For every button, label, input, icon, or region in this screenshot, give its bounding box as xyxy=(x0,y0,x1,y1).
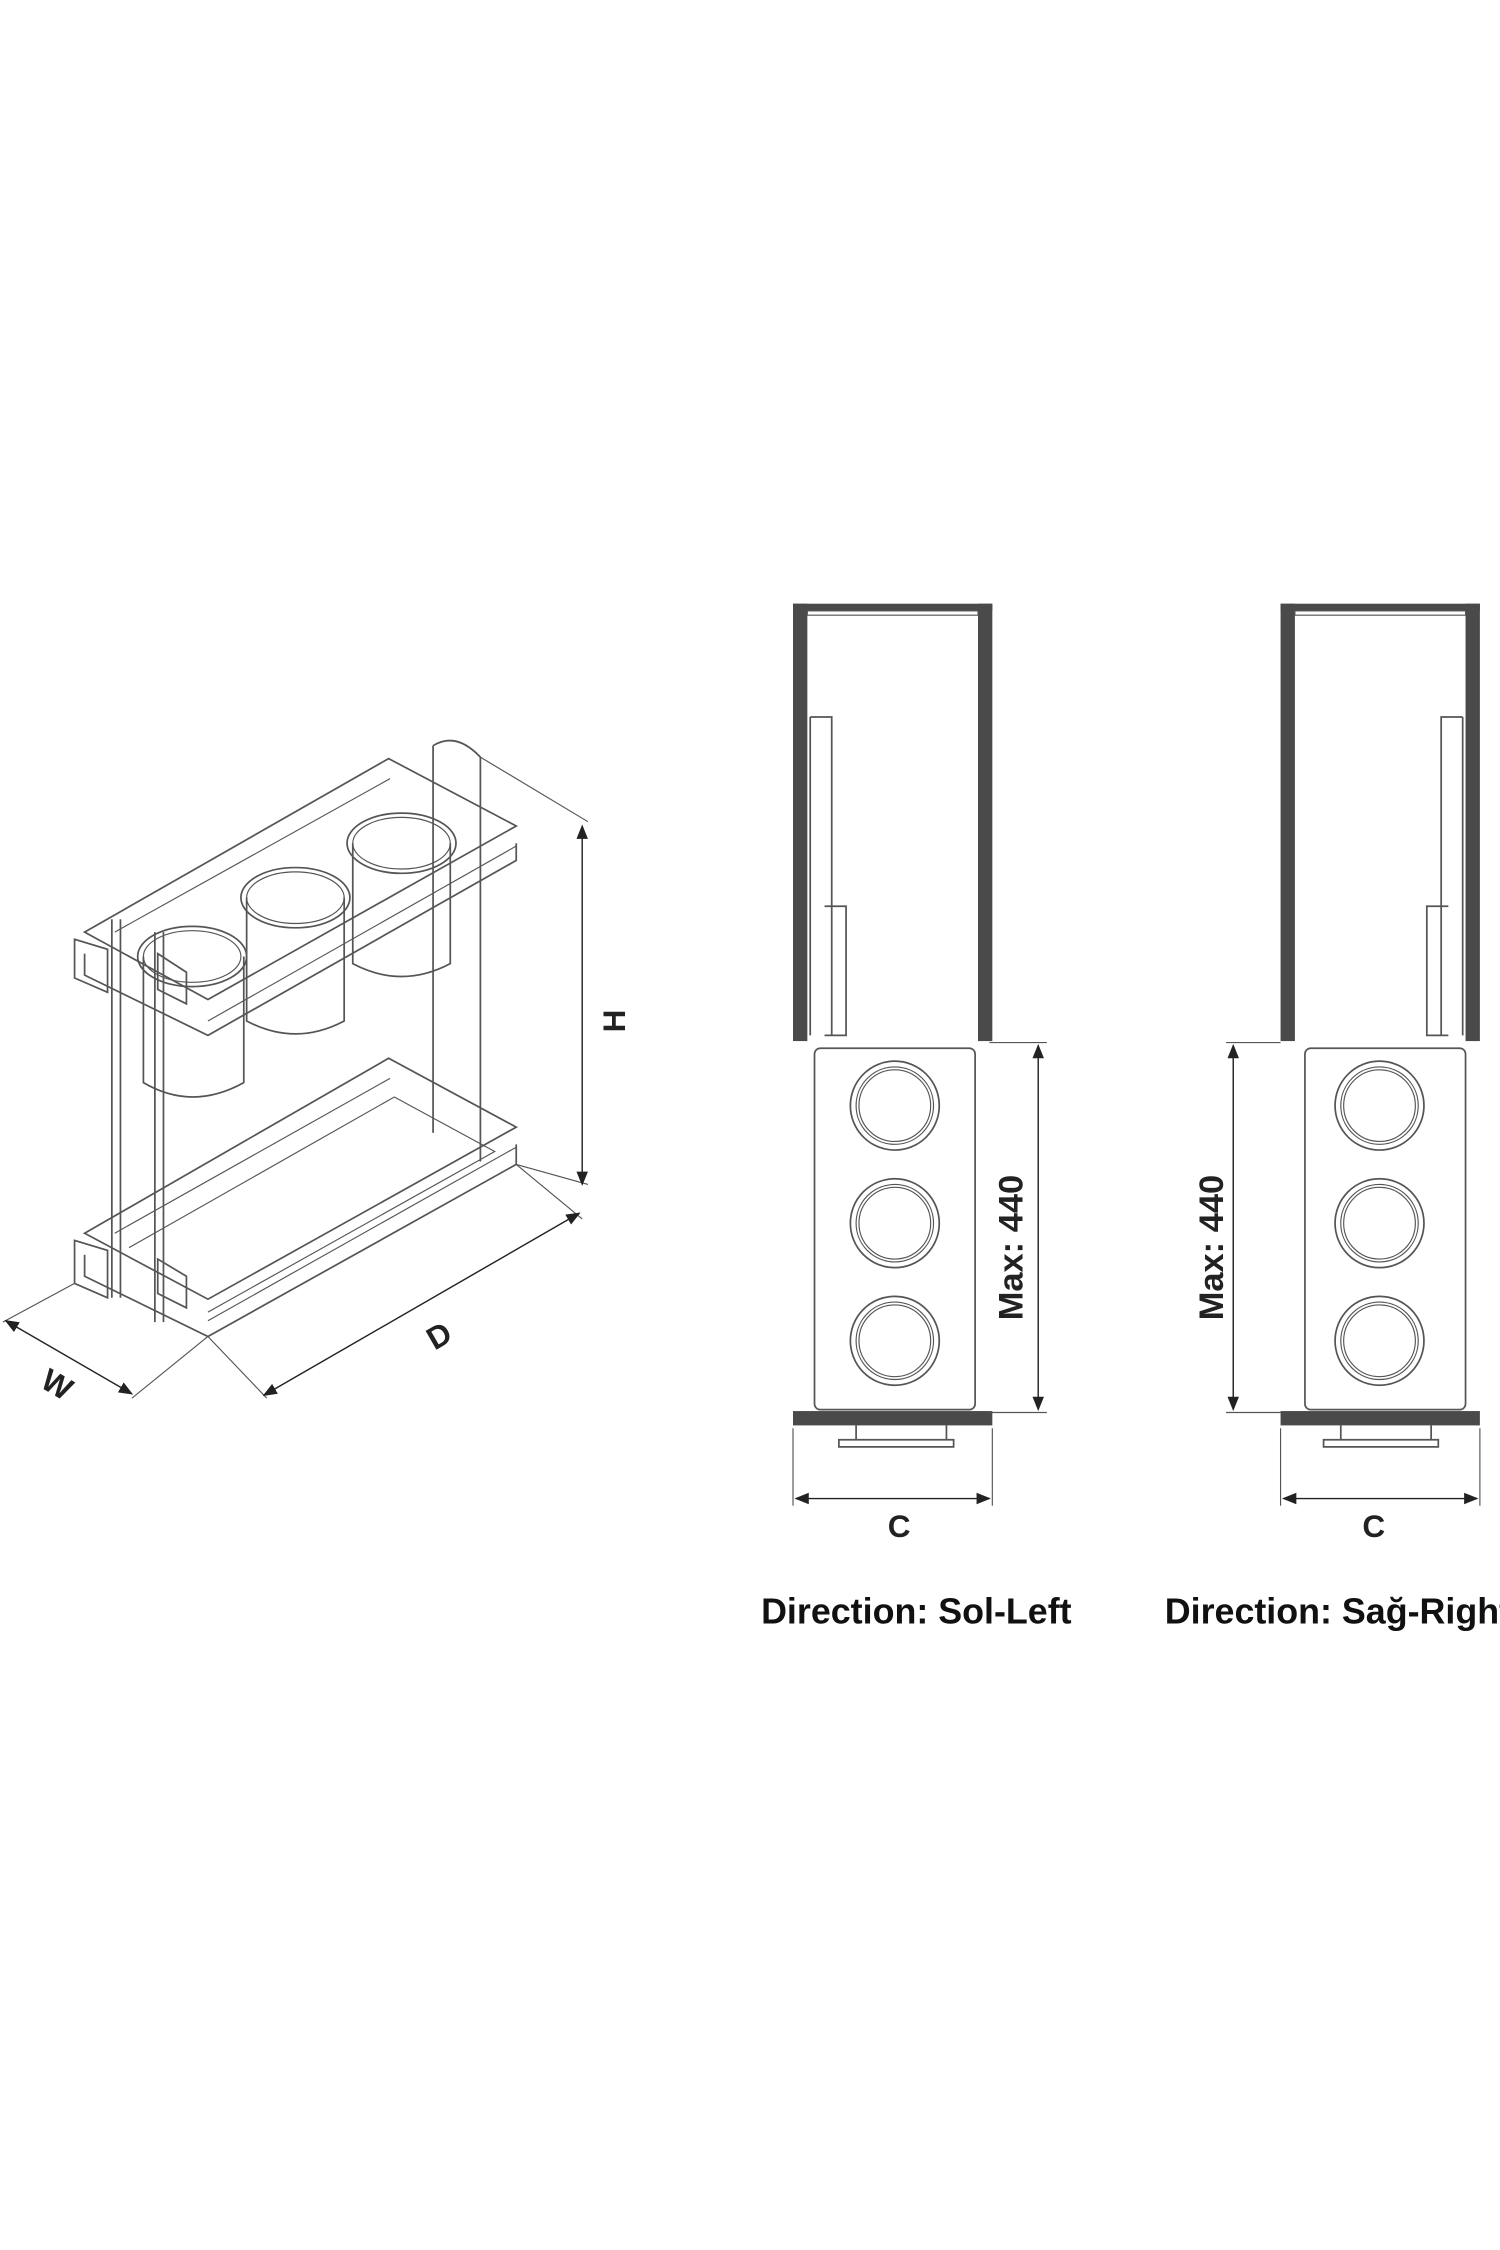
max-height-label: Max: 440 xyxy=(992,1175,1030,1320)
depth-dimension xyxy=(262,1212,581,1396)
extension-line xyxy=(480,756,589,1186)
back-post xyxy=(432,739,482,1162)
left-direction-view: Max: 440 C Direction: Sol-Left xyxy=(761,603,1072,1631)
cabinet-side-panel xyxy=(1465,603,1480,1042)
width-c-label: C xyxy=(1362,1508,1385,1544)
right-direction-view: Max: 440 C Direction: Sağ-Right xyxy=(1165,603,1500,1631)
cabinet-bottom xyxy=(1280,1411,1480,1426)
bin xyxy=(136,925,248,1098)
basket-front xyxy=(1304,1047,1467,1411)
direction-label: Direction: Sağ-Right xyxy=(1165,1591,1500,1631)
extension-line xyxy=(207,1163,583,1399)
width-c-label: C xyxy=(888,1508,911,1544)
bin xyxy=(346,812,457,978)
width-dimension xyxy=(4,1319,134,1395)
bin-circles xyxy=(1334,1060,1425,1387)
cabinet-side-panel xyxy=(977,603,993,1042)
isometric-basket: H D W xyxy=(2,739,632,1407)
direction-label: Direction: Sol-Left xyxy=(761,1591,1072,1631)
cabinet-bottom xyxy=(793,1411,993,1426)
bin xyxy=(240,866,351,1035)
slide-rail xyxy=(1425,716,1464,1037)
front-post xyxy=(110,919,165,1323)
top-shelf xyxy=(73,757,519,1037)
bottom-shelf xyxy=(73,1057,519,1338)
cabinet-side-panel xyxy=(1280,603,1295,1042)
depth-label: D xyxy=(420,1314,458,1357)
cabinet-side-panel xyxy=(793,603,808,1042)
extension-line xyxy=(2,1282,209,1399)
width-label: W xyxy=(35,1361,79,1407)
base-bracket xyxy=(1322,1425,1440,1448)
basket-front xyxy=(813,1047,976,1411)
max-height-label: Max: 440 xyxy=(1193,1175,1231,1320)
bin-circles xyxy=(849,1060,941,1387)
slide-rail xyxy=(809,716,847,1037)
base-bracket xyxy=(838,1425,955,1448)
height-label: H xyxy=(596,1010,632,1033)
